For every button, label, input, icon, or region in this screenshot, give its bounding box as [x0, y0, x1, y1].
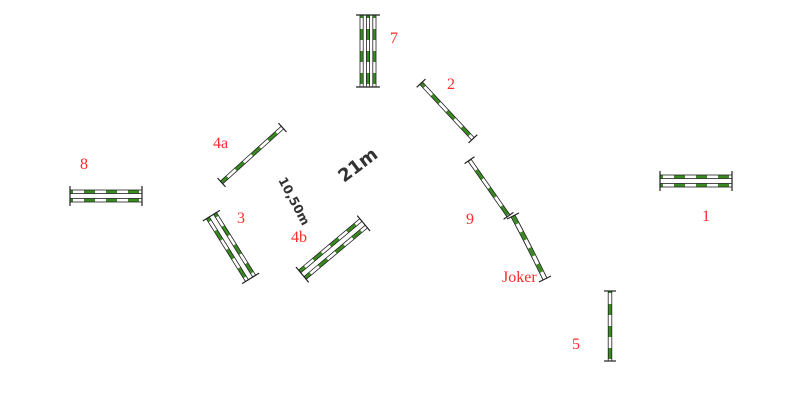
- obstacle-4b: [295, 215, 371, 283]
- obstacle-3: [202, 209, 260, 285]
- label-4b: 4b: [291, 229, 307, 246]
- obstacle-2: [416, 78, 478, 144]
- obstacle-1: [659, 171, 733, 191]
- distance-10-50m: 10,50m: [275, 174, 313, 227]
- label-7: 7: [390, 30, 398, 47]
- obstacle-8: [69, 186, 143, 206]
- label-4a: 4a: [213, 135, 228, 152]
- label-joker: Joker: [502, 269, 537, 286]
- label-5: 5: [572, 336, 580, 353]
- label-9: 9: [466, 211, 474, 228]
- label-1: 1: [702, 208, 710, 225]
- obstacle-9: [464, 156, 514, 220]
- label-8: 8: [80, 156, 88, 173]
- distance-21m: 21m: [334, 144, 382, 187]
- label-2: 2: [447, 76, 455, 93]
- obstacle-joker: [506, 212, 552, 283]
- obstacle-5: [604, 290, 616, 362]
- obstacle-4a: [217, 122, 287, 188]
- obstacle-7: [356, 14, 380, 88]
- label-3: 3: [237, 210, 245, 227]
